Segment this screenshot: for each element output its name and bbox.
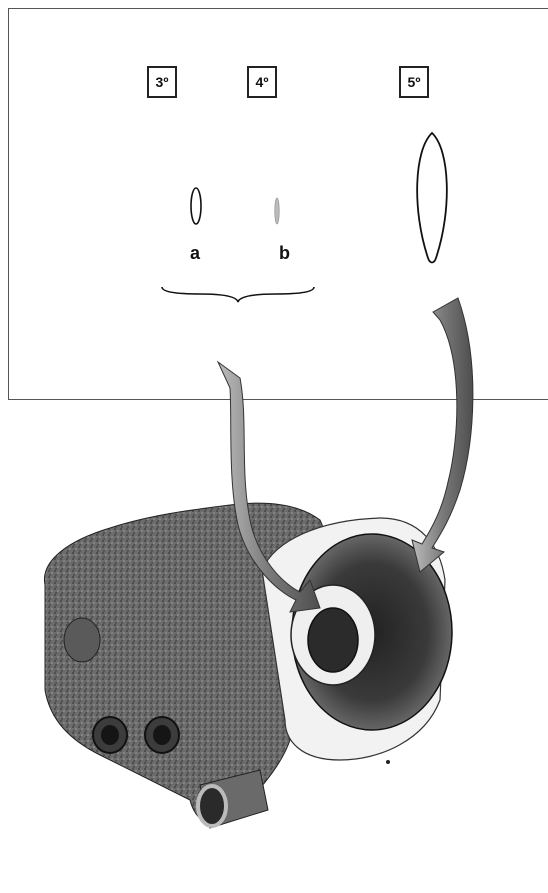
wear-pattern-a [191,188,201,224]
speck [386,760,390,764]
brace [162,287,314,302]
casting-boss-1 [64,618,100,662]
casting-hole-1-inner [101,725,119,745]
spigot-end [198,786,226,826]
wear-pattern-b [275,198,279,224]
wear-pattern-5 [417,133,447,263]
casting-hole-2-inner [153,725,171,745]
bearing-bore [308,608,358,672]
